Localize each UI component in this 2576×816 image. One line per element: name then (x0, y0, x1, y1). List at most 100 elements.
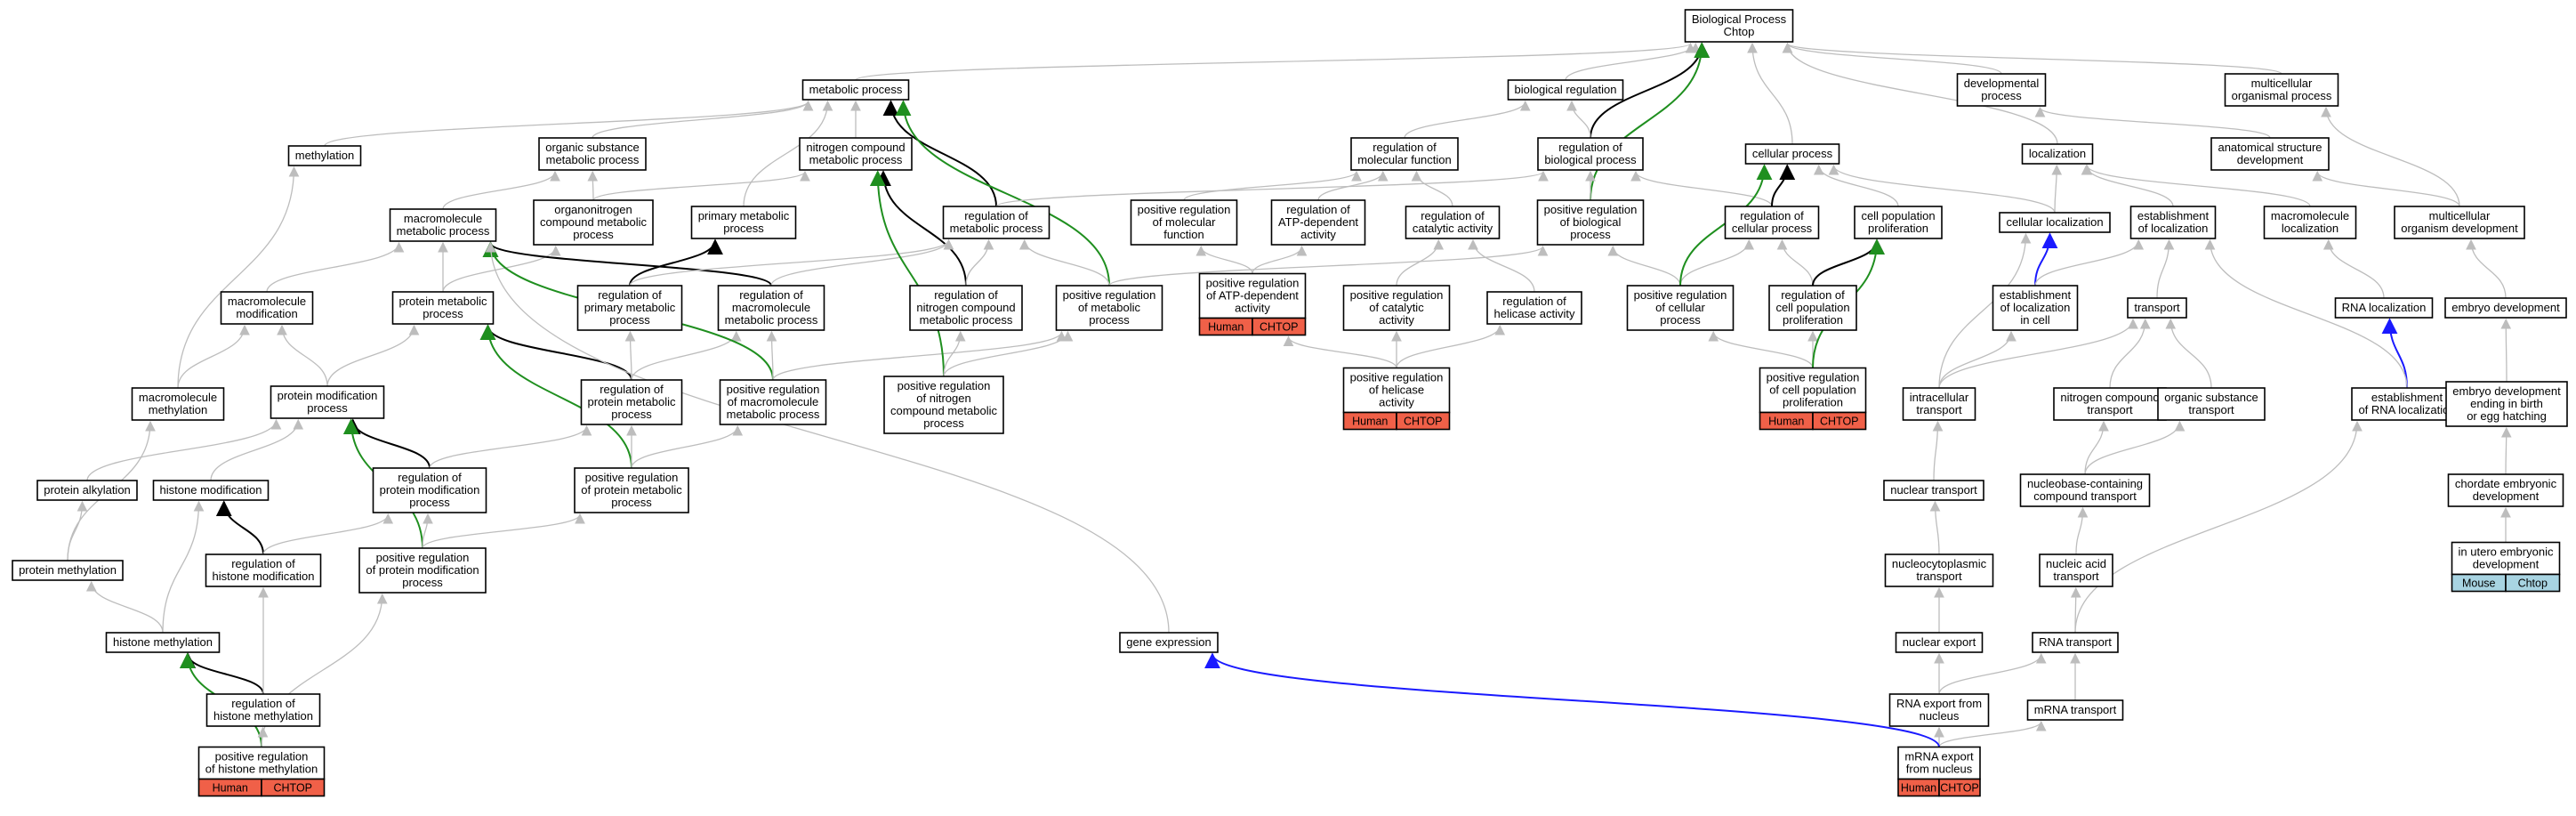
go-node-histone-modification[interactable]: histone modification (152, 480, 270, 501)
go-node-cellular-process[interactable]: cellular process (1744, 143, 1840, 165)
node-label-line: nuclear export (1903, 635, 1976, 649)
node-label-line: regulation of (1558, 141, 1622, 154)
go-node-protein-methylation[interactable]: protein methylation (12, 560, 124, 581)
species-badge-label: Mouse (2462, 578, 2496, 590)
go-node-transport[interactable]: transport (2127, 297, 2187, 319)
go-node-nuclear-export[interactable]: nuclear export (1895, 632, 1984, 653)
go-node-protein-alkylation[interactable]: protein alkylation (36, 480, 138, 501)
node-label-line: positive regulation (1350, 371, 1444, 384)
node-label-line: proliferation (1868, 222, 1928, 235)
edge-is-a (1566, 100, 1591, 139)
node-label-line: biological process (1544, 153, 1637, 166)
node-label-line: of protein metabolic (581, 483, 682, 497)
go-node-nuclear-transport[interactable]: nuclear transport (1883, 480, 1984, 501)
node-label-line: Chtop (1724, 25, 1755, 38)
edge-is-a (1252, 245, 1308, 274)
node-label-line: cell population (1861, 209, 1935, 222)
edge-is-a (1396, 324, 1506, 368)
node-label-line: positive regulation (898, 379, 991, 392)
edge-is-a (772, 330, 1067, 381)
go-node-mrna-transport[interactable]: mRNA transport (2026, 699, 2124, 721)
node-label-line: histone methylation (113, 635, 213, 649)
go-node-rna-localization[interactable]: RNA localization (2334, 297, 2434, 319)
go-node-gene-expression[interactable]: gene expression (1119, 632, 1219, 653)
go-node-rna-transport[interactable]: RNA transport (2032, 632, 2119, 653)
go-node-localization[interactable]: localization (2021, 143, 2094, 165)
node-box (205, 553, 322, 587)
go-node-biological-regulation[interactable]: biological regulation (1507, 79, 1624, 101)
node-label-line: process (923, 416, 964, 430)
node-box (1999, 212, 2111, 233)
go-node-histone-methylation[interactable]: histone methylation (105, 632, 221, 653)
go-node-cellular-localization[interactable]: cellular localization (1999, 212, 2111, 233)
node-label-line: ATP-dependent (1278, 215, 1358, 229)
node-box (1537, 137, 1644, 171)
node-label-line: process (402, 576, 443, 589)
go-node-embryo-development[interactable]: embryo development (2444, 297, 2567, 319)
node-box (389, 208, 497, 242)
go-node-methylation[interactable]: methylation (287, 145, 362, 166)
node-box (690, 206, 797, 239)
node-box (1055, 285, 1163, 331)
go-node-metabolic-process[interactable]: metabolic process (801, 79, 910, 101)
